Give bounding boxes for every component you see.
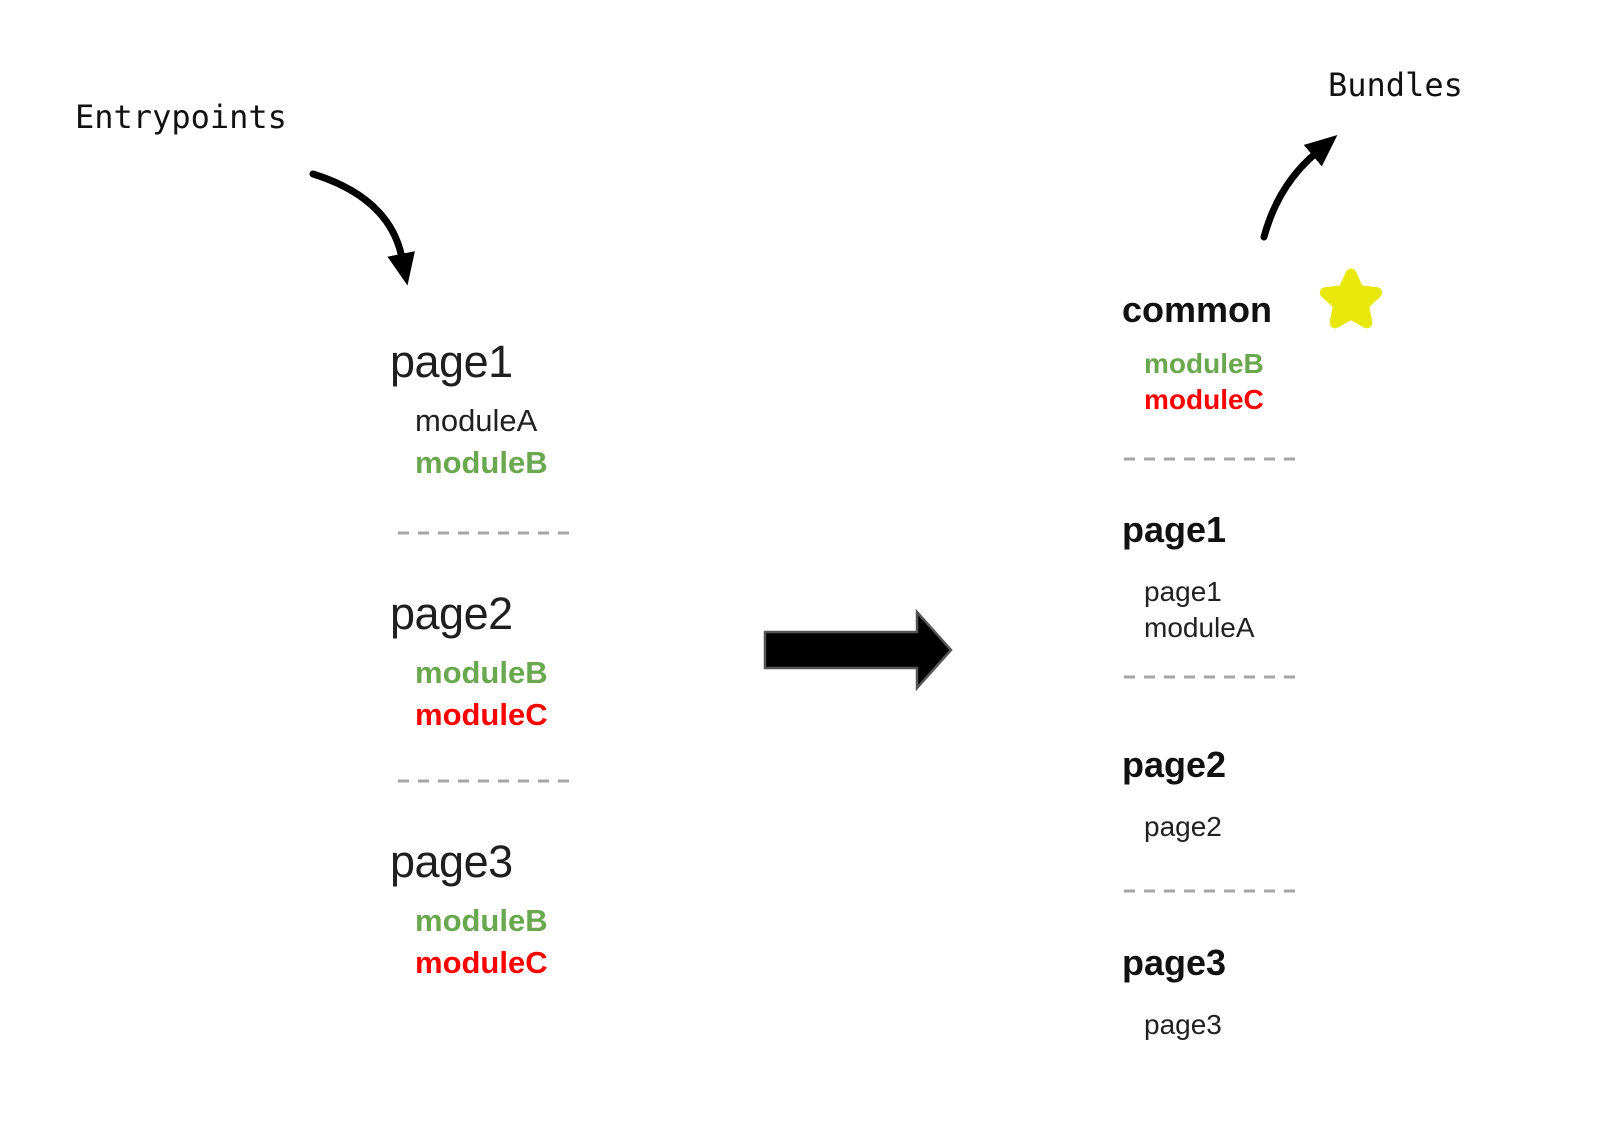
module-item: page2 [1144, 811, 1222, 842]
bundle-modules: page2 [1122, 809, 1226, 845]
entrypoint-name: page1 [390, 336, 513, 387]
bundle-section-page3: page3 page3 [1122, 941, 1226, 1043]
entrypoint-modules: moduleB moduleC [390, 900, 548, 984]
module-item: moduleA [1144, 612, 1255, 643]
bundle-modules: moduleB moduleC [1122, 346, 1272, 418]
entrypoint-section-page2: page2 moduleB moduleC [390, 588, 548, 736]
module-item: moduleB [415, 903, 548, 938]
star-icon [1319, 268, 1383, 329]
bundle-section-page1: page1 page1 moduleA [1122, 508, 1255, 646]
bundle-name: page2 [1122, 744, 1227, 785]
entrypoints-label: Entrypoints [75, 98, 287, 136]
bundle-modules: page3 [1122, 1007, 1226, 1043]
module-item: moduleB [415, 445, 548, 480]
bundle-section-page2: page2 page2 [1122, 743, 1226, 845]
module-item: page1 [1144, 576, 1222, 607]
bundle-name: page3 [1122, 942, 1227, 983]
module-item: moduleC [415, 945, 548, 980]
bundle-name: page1 [1122, 509, 1227, 550]
module-item: moduleB [1144, 348, 1264, 379]
bundle-section-common: common moduleB moduleC [1122, 288, 1272, 418]
module-item: page3 [1144, 1009, 1222, 1040]
entrypoint-modules: moduleB moduleC [390, 652, 548, 736]
entrypoint-section-page1: page1 moduleA moduleB [390, 336, 548, 484]
bundle-name: common [1122, 289, 1273, 330]
bundles-arrow-icon [1260, 134, 1338, 241]
module-item: moduleC [415, 697, 548, 732]
entrypoint-name: page3 [390, 836, 513, 887]
entrypoint-section-page3: page3 moduleB moduleC [390, 836, 548, 984]
entrypoint-name: page2 [390, 588, 513, 639]
module-item: moduleC [1144, 384, 1264, 415]
entrypoint-modules: moduleA moduleB [390, 400, 548, 484]
module-item: moduleA [415, 403, 538, 438]
bundles-label: Bundles [1328, 66, 1463, 104]
entrypoints-arrow-icon [309, 170, 415, 286]
module-item: moduleB [415, 655, 548, 690]
transform-right-arrow-icon [763, 608, 953, 692]
bundle-modules: page1 moduleA [1122, 574, 1255, 646]
